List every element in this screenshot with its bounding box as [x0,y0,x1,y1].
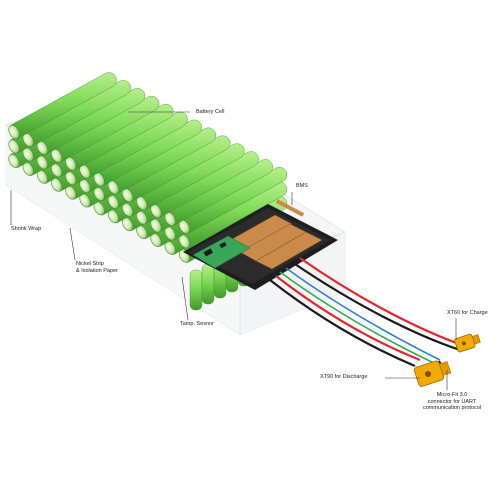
cell-body [180,167,288,234]
cell-body [38,88,146,155]
cell-end-cap [8,139,20,154]
label-bms: BMS [296,183,308,189]
battery-cells [8,72,288,311]
label-microfit: Micro-Fit 3.0 connector for UART communi… [422,392,482,411]
leader-lines [10,111,457,390]
label-battery-cell: Battery Cell [196,109,225,115]
label-temp-sensor: Tamp. Sesnor [180,321,214,327]
cell-body [10,72,117,140]
cell-body [123,135,231,203]
label-xt90: XT90 for Discharge [320,374,368,380]
label-xt60: XT60 for Charge [447,310,488,316]
cell-body [67,103,174,171]
cell-body [201,263,215,305]
cell-body [24,80,131,147]
cell-body [109,127,217,195]
cell-body [189,269,203,311]
label-nickel-strip: Nickel Strip & Isolation Paper [76,261,118,274]
cell-end-cap [8,154,20,168]
cell-end-cap [8,125,20,139]
xt60-connector [454,333,481,353]
cell-body [95,119,202,187]
label-shrink-wrap: Shrink Wrap [11,226,42,232]
xt90-connector [413,360,452,387]
cell-body [138,143,245,211]
wires [269,257,463,368]
cell-body [52,95,160,163]
cell-body [152,151,259,219]
cell-body [166,159,273,226]
bms-board [183,199,338,290]
